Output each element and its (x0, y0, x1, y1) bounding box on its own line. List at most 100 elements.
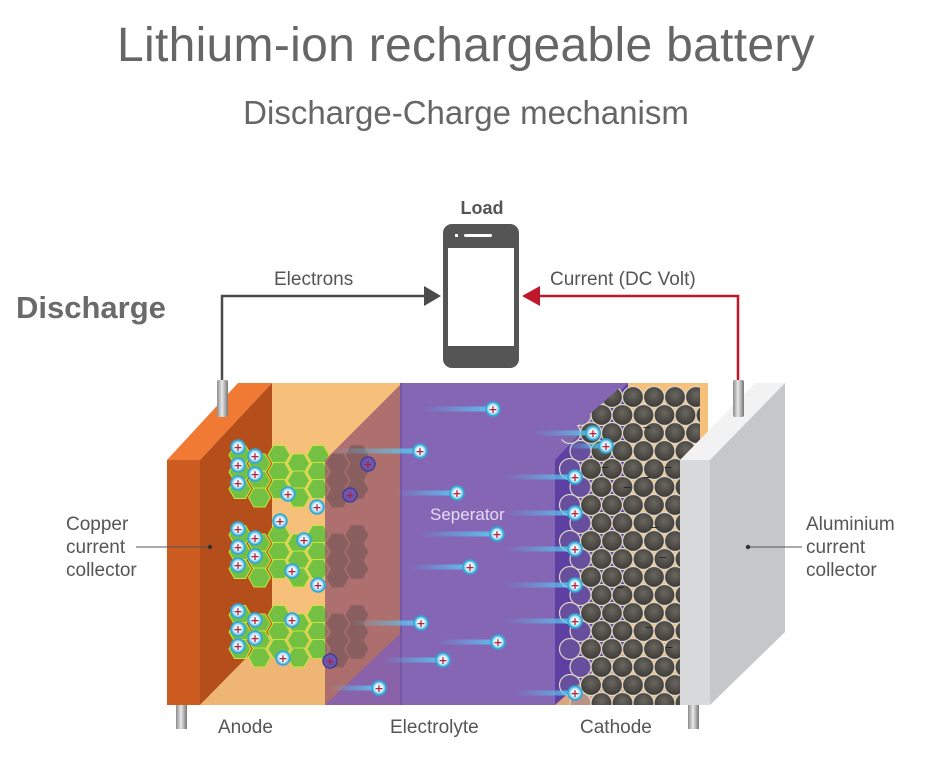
electron-icon: − (663, 461, 672, 474)
cathode-particle (684, 385, 700, 409)
cathode-particle (653, 619, 676, 643)
copper-callout-dot (207, 544, 213, 550)
lithium-ion-icon (585, 425, 601, 441)
plus-icon: + (283, 488, 292, 501)
lithium-ion-icon (412, 443, 428, 459)
cathode-particle (590, 475, 613, 499)
lithium-ion-icon (435, 652, 451, 668)
plus-icon: + (415, 445, 424, 458)
ion-trail (417, 531, 497, 537)
lithium-ion-icon (284, 612, 300, 628)
aluminium-callout: Aluminium current collector (806, 513, 895, 582)
lithium-ion-icon (567, 613, 583, 629)
lithium-ion-icon (598, 438, 614, 454)
ion-trail (505, 546, 575, 552)
current-label: Current (DC Volt) (550, 269, 696, 290)
plus-icon: + (374, 682, 383, 695)
cathode-particle (642, 637, 666, 661)
lithium-ion-icon (247, 530, 263, 546)
lithium-ion-icon (462, 559, 478, 575)
plus-icon: + (570, 687, 579, 700)
copper-callout-line-1: Copper (66, 514, 129, 535)
plus-icon: + (250, 550, 259, 563)
cathode-particle (611, 403, 634, 427)
ion-trail (438, 639, 498, 645)
cathode-particle (611, 547, 634, 571)
cathode-particle (632, 547, 655, 571)
cathode-particle (600, 601, 624, 625)
lithium-ion-icon (371, 680, 387, 696)
cathode-particle (590, 583, 613, 607)
plus-icon: + (570, 543, 579, 556)
graphite-hex (267, 542, 291, 562)
lithium-ion-icon (230, 457, 246, 473)
cathode-particle (611, 655, 634, 679)
cathode-particle (558, 637, 582, 661)
plus-icon: + (488, 403, 497, 416)
current-arrow-icon (522, 286, 540, 306)
plus-icon: + (250, 468, 259, 481)
plus-icon: + (438, 654, 447, 667)
cathode-particle (632, 691, 655, 705)
cathode-particle (642, 493, 666, 517)
plus-icon: + (233, 559, 242, 572)
ion-trail (505, 582, 575, 588)
cathode-particle (674, 403, 697, 427)
lithium-ion-icon (567, 541, 583, 557)
cathode-particle (611, 691, 634, 705)
aluminium-current-collector (680, 383, 785, 705)
cathode-particle (600, 493, 624, 517)
electron-wire (220, 294, 428, 385)
graphite-hex (267, 559, 291, 579)
cathode-particle (611, 619, 634, 643)
lithium-ion-icon (275, 650, 291, 666)
cathode-particle (653, 583, 676, 607)
mode-label: Discharge (16, 290, 166, 325)
electron-icon: − (642, 471, 651, 484)
page-title: Lithium-ion rechargeable battery (117, 19, 815, 72)
ion-trail (505, 474, 575, 480)
cathode-particle (579, 493, 603, 517)
plus-icon: + (233, 523, 242, 536)
page-subtitle: Discharge-Charge mechanism (243, 94, 689, 131)
cathode-terminal (733, 380, 744, 417)
cathode-particle (569, 655, 592, 679)
ion-trail (330, 448, 420, 454)
lithium-ion-icon (309, 499, 325, 515)
lithium-ion-icon (230, 638, 246, 654)
plus-icon: + (570, 615, 579, 628)
plus-icon: + (233, 605, 242, 618)
cathode-leg (688, 705, 699, 729)
plus-icon: + (250, 614, 259, 627)
cathode-particle (600, 673, 624, 697)
plus-icon: + (233, 459, 242, 472)
cathode-particle (621, 565, 645, 589)
ion-trail (505, 618, 575, 624)
plus-icon: + (492, 528, 501, 541)
graphite-hex (306, 479, 330, 499)
copper-callout: Copper current collector (66, 513, 137, 582)
lithium-ion-icon (322, 653, 338, 669)
lithium-ion-icon (247, 448, 263, 464)
plus-icon: + (250, 632, 259, 645)
plus-icon: + (325, 655, 334, 668)
plus-icon: + (250, 450, 259, 463)
lithium-ion-icon (247, 630, 263, 646)
lithium-ion-icon (280, 486, 296, 502)
electron-icon: − (642, 421, 651, 434)
lithium-ion-icon (449, 485, 465, 501)
lithium-ion-icon (296, 532, 312, 548)
plus-icon: + (233, 623, 242, 636)
graphite-hex (286, 647, 311, 668)
graphite-hex (247, 647, 272, 668)
cathode-particle (653, 691, 676, 705)
electrolyte-label: Electrolyte (390, 717, 479, 738)
plus-icon: + (345, 489, 354, 502)
lithium-ion-icon (567, 505, 583, 521)
lithium-ion-icon (230, 521, 246, 537)
aluminium-callout-line-2: current (806, 537, 866, 558)
electron-icon: − (644, 621, 653, 634)
ion-trail (533, 430, 593, 436)
aluminium-callout-line-3: collector (806, 560, 877, 581)
